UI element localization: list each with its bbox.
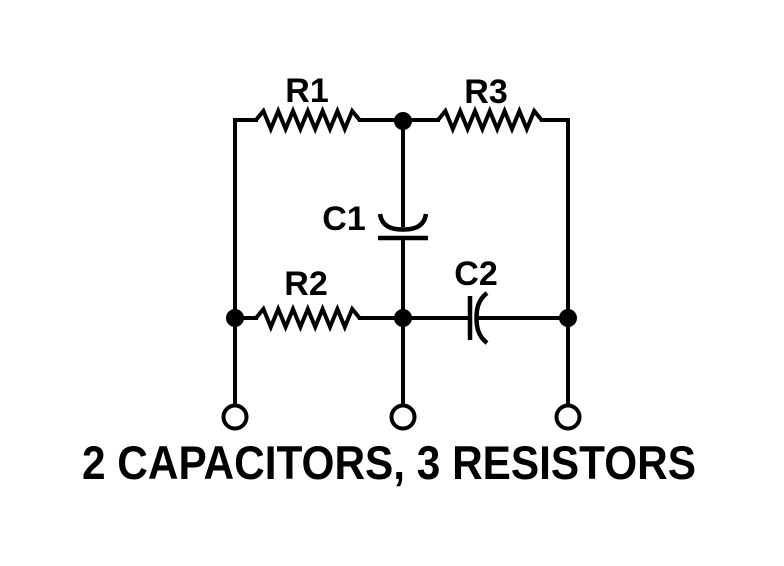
terminal-circle-middle bbox=[389, 403, 417, 431]
resistor-r2-symbol bbox=[254, 303, 362, 333]
junction-dot-bottom-left bbox=[226, 309, 244, 327]
diagram-caption: 2 CAPACITORS, 3 RESISTORS bbox=[82, 436, 696, 489]
wire-left-branch bbox=[233, 118, 258, 318]
terminal-circle-right bbox=[554, 403, 582, 431]
label-r3: R3 bbox=[464, 73, 507, 111]
capacitor-c1-curved-plate bbox=[377, 213, 429, 232]
label-r1: R1 bbox=[285, 72, 328, 110]
capacitor-c2-curved-plate bbox=[474, 291, 489, 345]
junction-dot-bottom-middle bbox=[394, 309, 412, 327]
label-c2: C2 bbox=[454, 255, 497, 293]
junction-dot-bottom-right bbox=[559, 309, 577, 327]
terminal-circle-left bbox=[221, 403, 249, 431]
wire-right-branch bbox=[540, 118, 570, 318]
junction-dot-top bbox=[394, 112, 412, 130]
label-r2: R2 bbox=[284, 265, 327, 303]
resistor-r3-symbol bbox=[436, 105, 544, 135]
resistor-r1-symbol bbox=[254, 105, 362, 135]
label-c1: C1 bbox=[322, 200, 365, 238]
